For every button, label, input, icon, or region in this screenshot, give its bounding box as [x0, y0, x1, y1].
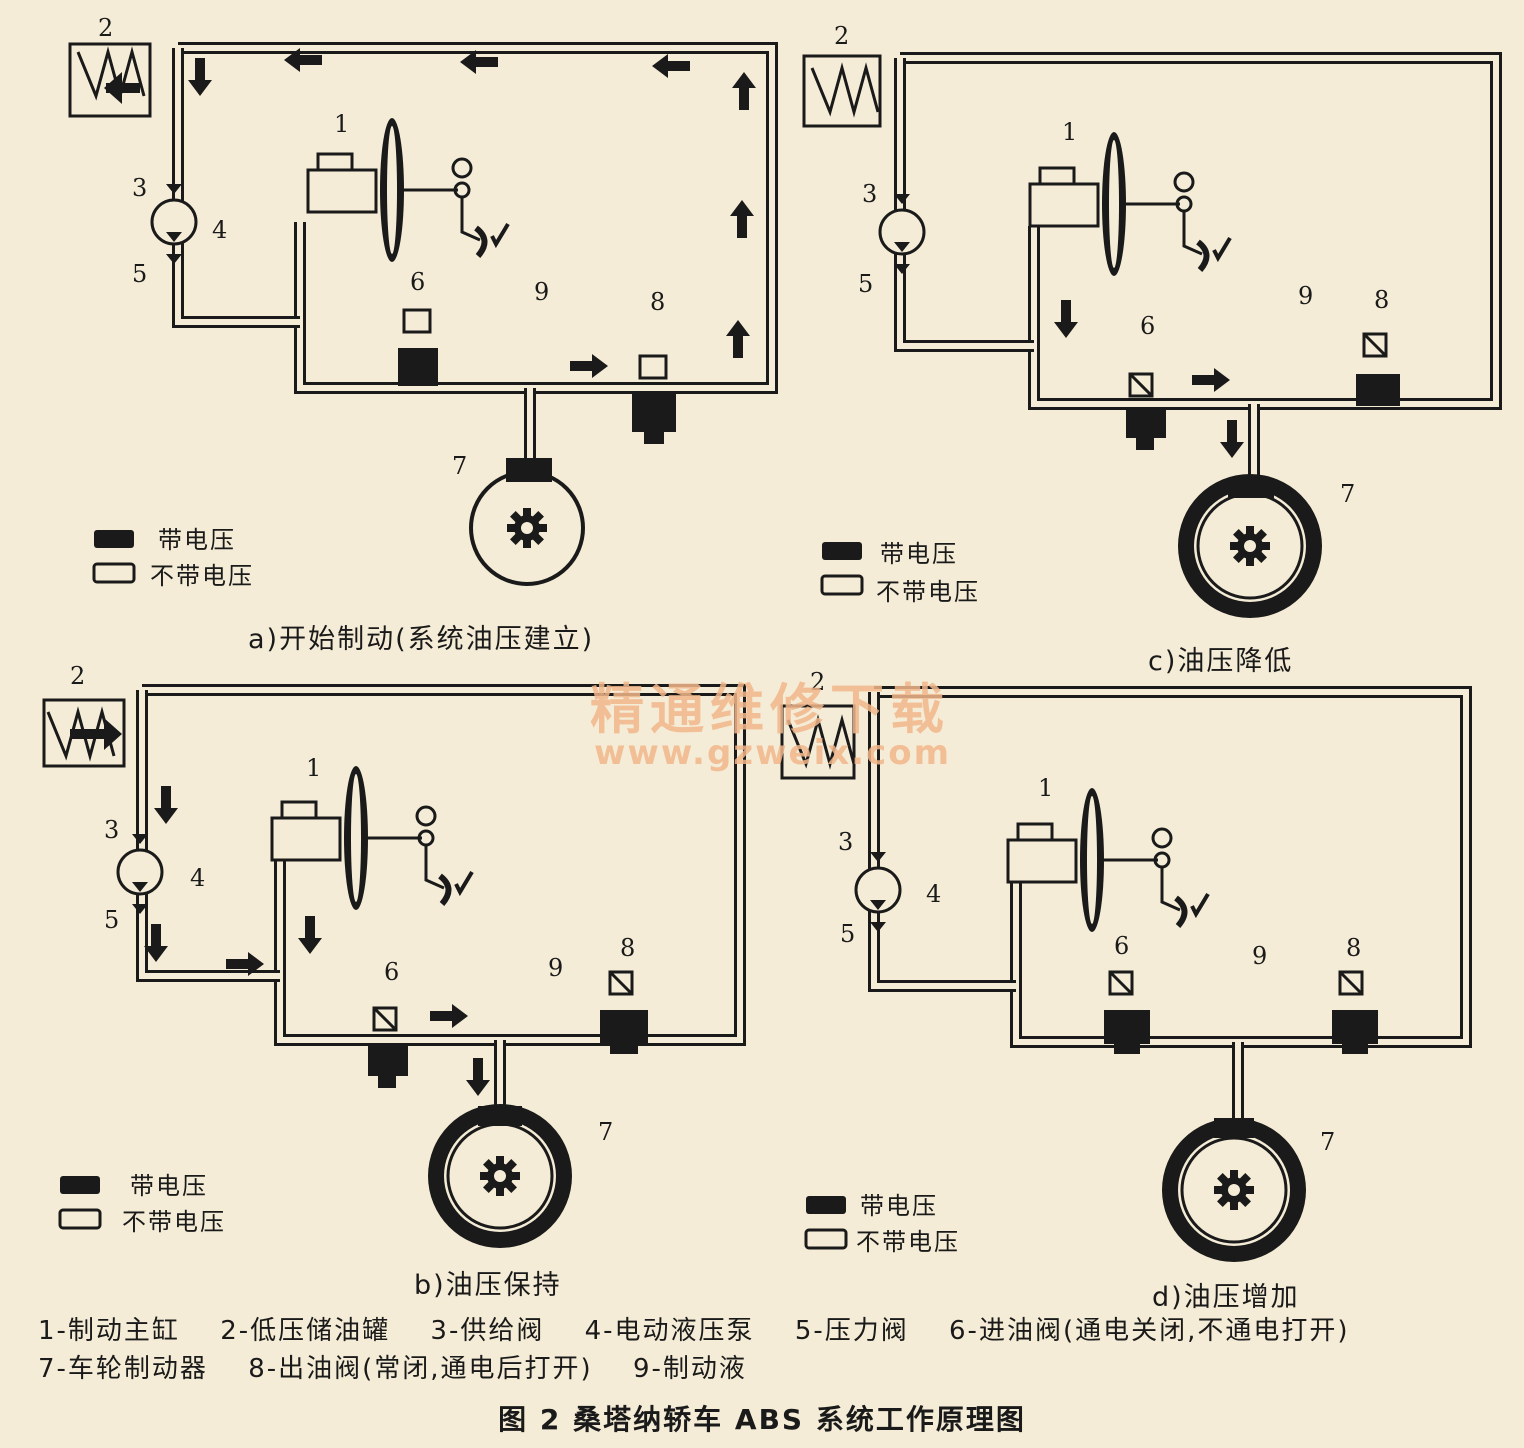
legend-swatch-off — [92, 562, 136, 584]
label-9: 9 — [1252, 942, 1267, 970]
label-7: 7 — [1340, 480, 1355, 508]
legend-item-4: 4-电动液压泵 — [584, 1316, 755, 1346]
component-legend: 1-制动主缸 2-低压储油罐 3-供给阀 4-电动液压泵 5-压力阀 6-进油阀… — [38, 1312, 1498, 1388]
legend-off-c: 不带电压 — [876, 578, 980, 606]
legend-swatch-on — [806, 1196, 846, 1214]
label-2: 2 — [834, 22, 849, 50]
legend-item-1: 1-制动主缸 — [38, 1316, 180, 1346]
legend-swatch-off — [804, 1228, 848, 1250]
label-4: 4 — [190, 864, 205, 892]
panel-d: 2 1 3 4 5 6 9 8 7 带电压 不带电压 d)油压增加 — [780, 668, 1472, 1313]
label-4: 4 — [212, 216, 227, 244]
label-5: 5 — [840, 920, 855, 948]
legend-item-3: 3-供给阀 — [430, 1316, 545, 1346]
label-5: 5 — [858, 270, 873, 298]
label-5: 5 — [132, 260, 147, 288]
label-5: 5 — [104, 906, 119, 934]
legend-on-d: 带电压 — [860, 1192, 938, 1220]
label-3: 3 — [838, 828, 853, 856]
label-4: 4 — [926, 880, 941, 908]
legend-item-9: 9-制动液 — [632, 1354, 747, 1384]
label-2: 2 — [70, 662, 85, 690]
label-6: 6 — [1140, 312, 1155, 340]
label-8: 8 — [1346, 934, 1361, 962]
label-7: 7 — [598, 1118, 613, 1146]
label-9: 9 — [1298, 282, 1313, 310]
label-8: 8 — [1374, 286, 1389, 314]
watermark-text: 精通维修下载 — [590, 678, 950, 741]
legend-on-c: 带电压 — [880, 540, 958, 568]
legend-item-6: 6-进油阀(通电关闭,不通电打开) — [949, 1316, 1350, 1346]
legend-off-d: 不带电压 — [856, 1228, 960, 1256]
label-7: 7 — [1320, 1128, 1335, 1156]
label-6: 6 — [1114, 932, 1129, 960]
label-6: 6 — [384, 958, 399, 986]
legend-row-2: 7-车轮制动器 8-出油阀(常闭,通电后打开) 9-制动液 — [38, 1350, 1498, 1388]
label-7: 7 — [452, 452, 467, 480]
legend-off-a: 不带电压 — [150, 562, 254, 590]
label-8: 8 — [650, 288, 665, 316]
figure-title: 图 2 桑塔纳轿车 ABS 系统工作原理图 — [498, 1403, 1026, 1436]
panel-b: 2 1 3 4 5 6 9 8 7 带电压 不带电压 b)油压保持 — [42, 662, 746, 1301]
caption-a: a)开始制动(系统油压建立) — [248, 624, 594, 655]
label-8: 8 — [620, 934, 635, 962]
label-9: 9 — [548, 954, 563, 982]
label-3: 3 — [862, 180, 877, 208]
panel-c: 2 1 3 5 6 9 8 7 带电压 不带电压 c)油压降低 — [802, 22, 1502, 677]
legend-row-1: 1-制动主缸 2-低压储油罐 3-供给阀 4-电动液压泵 5-压力阀 6-进油阀… — [38, 1312, 1498, 1350]
label-1: 1 — [1062, 118, 1077, 146]
label-2: 2 — [810, 668, 825, 696]
label-1: 1 — [334, 110, 349, 138]
label-3: 3 — [104, 816, 119, 844]
legend-item-5: 5-压力阀 — [794, 1316, 909, 1346]
legend-item-7: 7-车轮制动器 — [38, 1354, 208, 1384]
label-3: 3 — [132, 174, 147, 202]
caption-c: c)油压降低 — [1148, 646, 1293, 677]
legend-on-a: 带电压 — [158, 526, 236, 554]
legend-item-8: 8-出油阀(常闭,通电后打开) — [248, 1354, 593, 1384]
label-6: 6 — [410, 268, 425, 296]
label-9: 9 — [534, 278, 549, 306]
legend-swatch-on — [822, 542, 862, 560]
legend-off-b: 不带电压 — [122, 1208, 226, 1236]
legend-on-b: 带电压 — [130, 1172, 208, 1200]
legend-swatch-on — [60, 1176, 100, 1194]
caption-b: b)油压保持 — [414, 1270, 562, 1301]
legend-item-2: 2-低压储油罐 — [220, 1316, 391, 1346]
caption-d: d)油压增加 — [1152, 1282, 1300, 1313]
label-1: 1 — [1038, 774, 1053, 802]
label-2: 2 — [98, 14, 113, 42]
legend-swatch-on — [94, 530, 134, 548]
legend-swatch-off — [58, 1208, 102, 1230]
watermark-url: www.gzweix.com — [594, 733, 951, 773]
panel-a: 2 1 3 4 5 6 9 8 7 带电压 不带电压 a)开始制动(系统油压建立… — [68, 14, 778, 655]
legend-swatch-off — [820, 574, 864, 596]
label-1: 1 — [306, 754, 321, 782]
